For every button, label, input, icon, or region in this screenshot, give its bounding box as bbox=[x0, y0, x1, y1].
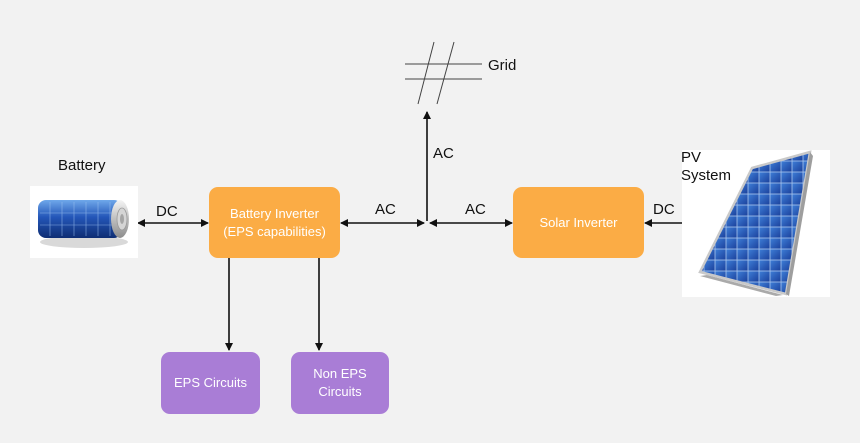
ac-right-label: AC bbox=[465, 201, 486, 218]
ac-up-label: AC bbox=[433, 145, 454, 162]
solar-inverter-box: Solar Inverter bbox=[513, 187, 644, 258]
grid-symbol-icon bbox=[405, 41, 482, 105]
solar-panel-icon bbox=[698, 150, 813, 296]
non-eps-circuits-box: Non EPS Circuits bbox=[291, 352, 389, 414]
dc-battery-label: DC bbox=[156, 203, 178, 220]
pv-panel-image bbox=[682, 150, 830, 297]
battery-icon bbox=[38, 200, 129, 248]
eps-circuits-box: EPS Circuits bbox=[161, 352, 260, 414]
battery-inverter-box: Battery Inverter (EPS capabilities) bbox=[209, 187, 340, 258]
battery-label: Battery bbox=[58, 157, 106, 174]
dc-pv-label: DC bbox=[653, 201, 675, 218]
battery-image bbox=[30, 186, 138, 258]
pv-system-label: PV System bbox=[681, 149, 732, 184]
ac-left-label: AC bbox=[375, 201, 396, 218]
grid-label: Grid bbox=[488, 57, 517, 74]
